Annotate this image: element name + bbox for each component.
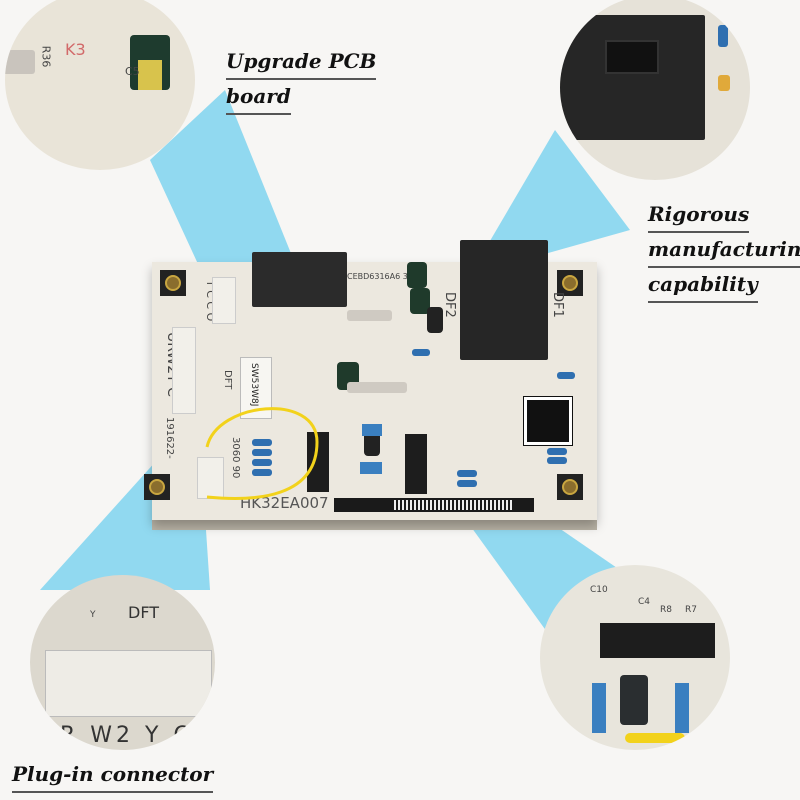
- inset-ic-closeup: C10 C4 R8 R7: [540, 565, 730, 750]
- df1-label: DF1: [550, 292, 565, 318]
- pcb-board: CEBD6316A6 3AA DF1 DF2 URW2Y C T C C O 1…: [144, 240, 597, 520]
- electrolytic-capacitor-top-1: [407, 262, 427, 288]
- caption-line: manufacturing: [648, 233, 800, 268]
- resistor: [457, 480, 477, 487]
- resistor: [252, 469, 272, 476]
- film-capacitor-closeup: [592, 683, 606, 733]
- resistor: [412, 349, 430, 356]
- caption-rigorous-manufacturing: Rigorous manufacturing capability: [648, 198, 800, 303]
- resistor: [252, 449, 272, 456]
- side-label: 191622-: [164, 417, 175, 459]
- inset-capacitor-closeup: R36 K3 C5: [5, 0, 195, 170]
- power-resistor: [347, 382, 407, 393]
- label-r36: R36: [39, 45, 53, 68]
- caption-line: Upgrade PCB: [226, 45, 377, 80]
- label-c10: C10: [590, 585, 608, 595]
- thermostat-connector: [172, 327, 196, 414]
- inset-dft-label: DFT: [128, 603, 160, 622]
- resistor: [457, 470, 477, 477]
- mounting-hole-top-right: [557, 270, 583, 296]
- film-capacitor: [362, 424, 382, 436]
- model-label: HK32EA007: [240, 494, 329, 512]
- wire-harness-label: 3060 90: [230, 437, 241, 479]
- caption-plug-in-connector: Plug-in connector: [12, 758, 214, 793]
- relay-body: [560, 15, 705, 140]
- power-resistor-top: [347, 310, 392, 321]
- barcode-strip: [334, 498, 534, 512]
- electrolytic-capacitor-small: [364, 432, 380, 456]
- part-label: SW53W8J: [249, 363, 259, 407]
- resistor: [547, 448, 567, 455]
- resistor: [252, 439, 272, 446]
- ic-chip-right: [405, 434, 427, 494]
- caption-line: board: [226, 80, 291, 115]
- top-connector: [212, 277, 236, 324]
- label-r8: R8: [660, 605, 672, 615]
- film-capacitor-closeup: [675, 683, 689, 733]
- resistor: [252, 459, 272, 466]
- label-c4: C4: [638, 597, 651, 607]
- mounting-hole-bottom-left: [144, 474, 170, 500]
- relay-terminal: [605, 40, 659, 74]
- beam-top-right: [470, 130, 630, 275]
- resistor-r36: [5, 50, 35, 74]
- label-k3: K3: [65, 40, 86, 59]
- electrolytic-capacitor-top-3: [427, 307, 443, 333]
- yellow-jumper-wire: [205, 407, 319, 500]
- ceramic-capacitor-c1: [718, 75, 730, 91]
- resistor: [547, 457, 567, 464]
- inset-pin-labels: R W2 Y C: [60, 723, 193, 748]
- label-c5: C5: [125, 65, 140, 78]
- caption-line: Plug-in connector: [12, 758, 214, 793]
- film-capacitor: [360, 462, 382, 474]
- mounting-hole-top-left: [160, 270, 186, 296]
- mounting-hole-bottom-right: [557, 474, 583, 500]
- caption-line: Rigorous: [648, 198, 750, 233]
- resistor: [557, 372, 575, 379]
- electrolytic-capacitor: [130, 35, 170, 90]
- wire-harness-connector: [197, 457, 224, 499]
- connector-housing: [45, 650, 212, 717]
- relay-large: [460, 240, 548, 360]
- caption-line: capability: [648, 268, 758, 303]
- qr-code: [523, 396, 573, 446]
- dft-label: DFT: [222, 370, 233, 390]
- electrolytic-capacitor-top-2: [410, 288, 430, 314]
- yellow-wire-closeup: [625, 733, 685, 743]
- df2-label: DF2: [442, 292, 457, 318]
- inset-relay-closeup: [560, 0, 750, 180]
- inset-plug-in-connector: Y DFT R W2 Y C: [30, 575, 215, 750]
- caption-upgrade-pcb: Upgrade PCB board: [226, 45, 377, 115]
- resistor-r21: [718, 25, 728, 47]
- pcb-edge: [152, 520, 597, 530]
- ic-chip-left: [307, 432, 329, 492]
- relay-small: [252, 252, 347, 307]
- label-r7: R7: [685, 605, 697, 615]
- electrolytic-capacitor-closeup: [620, 675, 648, 725]
- inset-y-label: Y: [90, 610, 96, 620]
- ic-chip-closeup: [600, 623, 715, 658]
- lot-label: CEBD6316A6 3AA: [347, 272, 420, 281]
